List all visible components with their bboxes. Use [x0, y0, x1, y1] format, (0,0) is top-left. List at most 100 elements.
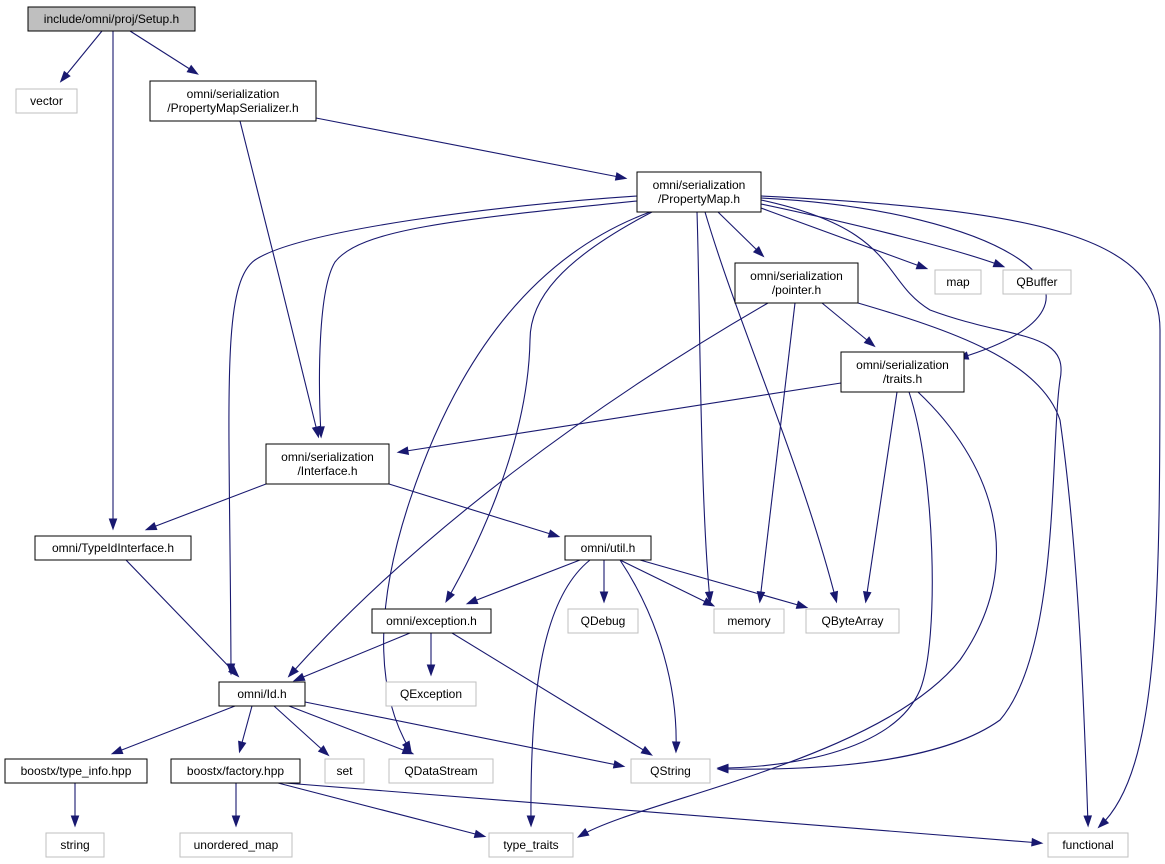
node-setup[interactable]: include/omni/proj/Setup.h: [27, 6, 196, 32]
node-typeid[interactable]: omni/TypeIdInterface.h: [34, 535, 192, 561]
node-util[interactable]: omni/util.h: [564, 535, 652, 561]
node-box: [805, 608, 900, 634]
arrowhead-icon: [671, 741, 681, 754]
node-qstring: QString: [630, 758, 711, 784]
node-functional: functional: [1047, 832, 1129, 858]
edge-exception-to-qexception: [426, 633, 436, 677]
edge-line: [147, 483, 267, 530]
node-box: [636, 171, 762, 213]
arrowhead-icon: [795, 600, 809, 609]
node-box: [324, 758, 365, 784]
arrowhead-icon: [426, 664, 436, 677]
node-qdebug: QDebug: [567, 608, 639, 634]
node-box: [27, 6, 196, 32]
node-box: [385, 681, 477, 707]
arrowhead-icon: [862, 590, 872, 604]
edge-line: [760, 207, 926, 269]
arrowhead-icon: [227, 665, 240, 678]
edge-line: [113, 705, 236, 754]
edge-line: [760, 203, 1003, 267]
node-label: set: [336, 764, 353, 778]
edge-traits-to-qbytearray: [862, 391, 898, 604]
edge-line: [704, 211, 837, 601]
edge-line: [821, 302, 874, 346]
node-pointer[interactable]: omni/serialization/pointer.h: [734, 262, 859, 304]
arrowhead-icon: [704, 591, 714, 604]
node-label: vector: [30, 94, 63, 108]
node-typeinfo[interactable]: boostx/type_info.hpp: [4, 758, 148, 784]
node-label: omni/serialization: [281, 450, 374, 464]
node-factory[interactable]: boostx/factory.hpp: [170, 758, 301, 784]
arrowhead-icon: [614, 172, 628, 181]
arrowhead-icon: [445, 590, 455, 604]
node-id[interactable]: omni/Id.h: [218, 681, 306, 707]
edge-util-to-memory: [619, 559, 716, 607]
edge-pm-to-functional: [760, 195, 1161, 829]
node-box: [265, 443, 390, 485]
edge-typeid-to-id: [125, 559, 240, 678]
node-type-traits: type_traits: [488, 832, 574, 858]
arrowhead-icon: [108, 518, 118, 531]
node-pms[interactable]: omni/serialization/PropertyMapSerializer…: [149, 80, 317, 122]
node-label: omni/serialization: [187, 87, 280, 101]
node-box: [630, 758, 711, 784]
arrowhead-icon: [863, 336, 876, 348]
node-label: omni/serialization: [750, 269, 843, 283]
edge-line: [468, 559, 581, 604]
node-exception[interactable]: omni/exception.h: [371, 608, 492, 634]
edge-id-to-factory: [238, 705, 253, 754]
edge-line: [239, 120, 319, 436]
arrowhead-icon: [401, 745, 415, 755]
node-label: map: [946, 275, 970, 289]
node-pm[interactable]: omni/serialization/PropertyMap.h: [636, 171, 762, 213]
arrowhead-icon: [829, 590, 839, 604]
edge-pm-to-exception: [445, 211, 653, 604]
arrowhead-icon: [317, 745, 330, 757]
edge-util-to-qstring: [619, 559, 681, 754]
node-qexception: QException: [385, 681, 477, 707]
edge-pm-to-id: [226, 195, 638, 676]
edge-line: [579, 391, 998, 837]
node-label: string: [60, 838, 89, 852]
edge-util-to-qdebug: [599, 560, 609, 604]
edge-setup-to-pms: [129, 30, 199, 75]
arrowhead-icon: [547, 529, 561, 538]
node-label: /Interface.h: [297, 464, 357, 478]
node-label: type_traits: [503, 838, 558, 852]
edge-factory-to-unordered_map: [231, 783, 241, 828]
node-string: string: [45, 832, 105, 858]
node-traits[interactable]: omni/serialization/traits.h: [840, 351, 965, 393]
edge-pm-to-qbytearray: [704, 211, 839, 604]
edge-line: [315, 117, 625, 179]
node-qdatastream: QDataStream: [388, 758, 494, 784]
node-label: boostx/factory.hpp: [187, 764, 284, 778]
edge-line: [273, 705, 328, 755]
node-box: [488, 832, 574, 858]
edge-line: [288, 705, 412, 754]
arrowhead-icon: [526, 815, 536, 828]
node-label: omni/TypeIdInterface.h: [52, 541, 174, 555]
arrowhead-icon: [238, 740, 247, 754]
edge-line: [318, 200, 638, 436]
node-box: [149, 80, 317, 122]
edge-util-to-qbytearray: [639, 559, 809, 609]
edge-line: [446, 211, 653, 601]
edge-pointer-to-functional: [857, 302, 1093, 828]
node-label: /traits.h: [883, 372, 922, 386]
node-map: map: [934, 269, 982, 295]
edge-traits-to-interface: [396, 382, 842, 455]
node-interface[interactable]: omni/serialization/Interface.h: [265, 443, 390, 485]
node-box: [1002, 269, 1072, 295]
edge-line: [760, 197, 1047, 359]
node-unordered-map: unordered_map: [179, 832, 293, 858]
node-memory: memory: [713, 608, 785, 634]
edge-traits-to-qstring: [716, 391, 933, 773]
edge-line: [61, 30, 103, 81]
node-box: [170, 758, 301, 784]
edge-factory-to-functional: [284, 782, 1044, 847]
edge-line: [125, 559, 238, 676]
arrowhead-icon: [1083, 815, 1093, 828]
node-label: omni/util.h: [581, 541, 636, 555]
edge-line: [295, 632, 411, 681]
node-label: QByteArray: [821, 614, 883, 628]
